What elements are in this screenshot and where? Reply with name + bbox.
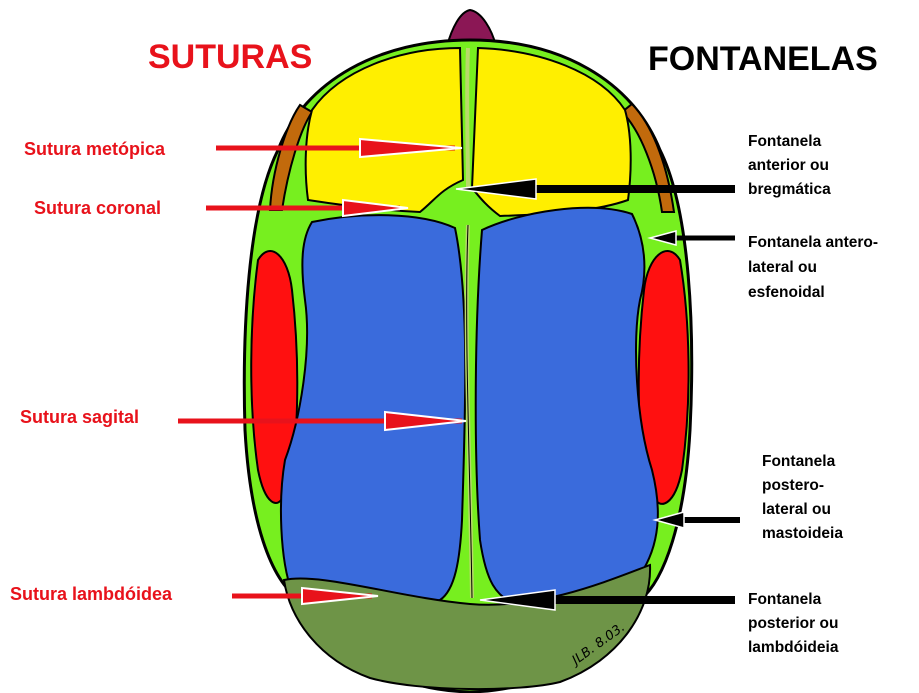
label-fontanela-posterior-line-2: posterior ou [748,615,838,632]
metopic-suture-line [467,48,468,188]
label-fontanela-anterior-line-3: bregmática [748,181,831,198]
label-sutura-coronal: Sutura coronal [34,198,161,218]
label-fontanela-posterior-line-3: lambdóideia [748,639,839,656]
label-fontanela-anterior: Fontanela anterior ou bregmática [748,133,833,198]
label-fontanela-anterior-line-1: Fontanela [748,133,822,150]
label-fontanela-posterolateral-line-4: mastoideia [762,525,843,542]
heading-fontanelles: FONTANELAS [648,40,878,78]
label-fontanela-anterolateral-line-3: esfenoidal [748,284,825,301]
label-sutura-sagital: Sutura sagital [20,407,139,427]
parietal-bone-left [281,215,465,605]
label-fontanela-posterolateral-line-1: Fontanela [762,453,836,470]
label-fontanela-anterolateral-line-1: Fontanela antero- [748,234,878,251]
parietal-bone-right [476,208,658,606]
label-fontanela-posterior: Fontanela posterior ou lambdóideia [748,591,843,656]
label-sutura-lambdoidea: Sutura lambdóidea [10,584,173,604]
frontal-bone-left [306,48,463,212]
heading-sutures: SUTURAS [148,38,312,76]
label-fontanela-posterolateral-line-3: lateral ou [762,501,831,518]
label-fontanela-anterior-line-2: anterior ou [748,157,829,174]
label-fontanela-anterolateral-line-2: lateral ou [748,259,817,276]
label-sutura-metopica: Sutura metópica [24,139,166,159]
label-fontanela-anterolateral: Fontanela antero- lateral ou esfenoidal [748,234,882,301]
label-fontanela-posterolateral: Fontanela postero- lateral ou mastoideia [762,453,843,542]
label-fontanela-posterior-line-1: Fontanela [748,591,822,608]
label-fontanela-posterolateral-line-2: postero- [762,477,824,494]
